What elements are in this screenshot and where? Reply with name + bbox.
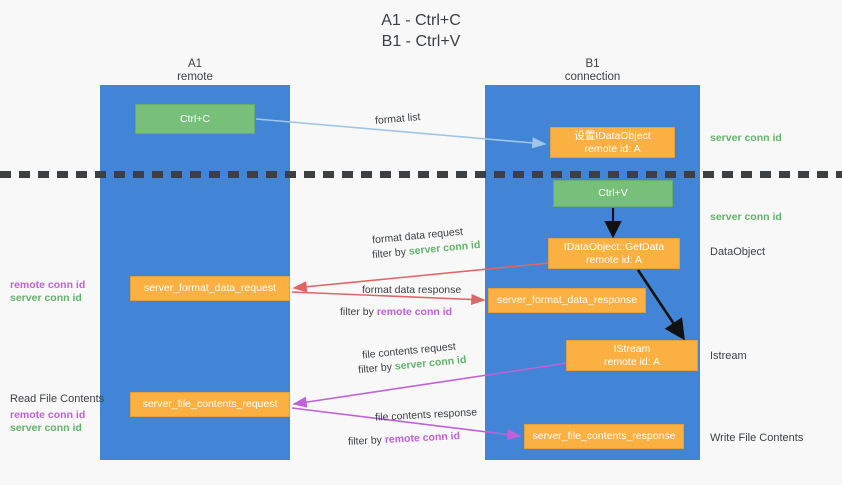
right-label-istream: Istream — [710, 350, 747, 362]
node-ctrl-v[interactable]: Ctrl+V — [553, 180, 673, 207]
node-server-file-contents-request-label: server_file_contents_request — [142, 398, 278, 411]
page-title: A1 - Ctrl+C B1 - Ctrl+V — [381, 12, 461, 50]
column-header-a1-role: remote — [177, 71, 213, 83]
arrow-file-contents-response — [291, 407, 522, 440]
edge-filter-file-contents-request-prefix: filter by — [357, 360, 396, 377]
node-server-file-contents-response[interactable]: server_file_contents_response — [524, 424, 684, 449]
left-label-group-format: remote conn id server conn id — [10, 279, 85, 305]
node-set-idataobject-line1: 设置IDataObject — [574, 130, 651, 142]
left-label-server-conn-id-2: server conn id — [10, 422, 82, 434]
edge-filter-format-data-request-prefix: filter by — [371, 245, 410, 262]
left-label-group-file-contents: Read File Contents remote conn id server… — [10, 393, 104, 435]
node-istream[interactable]: IStream remote id: A — [566, 340, 698, 371]
edge-label-format-data-response: format data response — [362, 284, 462, 296]
left-label-server-conn-id-1: server conn id — [10, 292, 82, 304]
edge-filter-format-data-response-target: remote conn id — [376, 306, 453, 318]
node-set-idataobject-line2: remote id: A — [584, 142, 641, 155]
node-ctrl-c[interactable]: Ctrl+C — [135, 104, 255, 134]
node-idataobject-getdata-line1: IDataObject::GetData — [563, 241, 665, 253]
left-label-remote-conn-id-1: remote conn id — [10, 279, 86, 291]
node-ctrl-v-label: Ctrl+V — [598, 187, 628, 200]
node-istream-line1: IStream — [613, 343, 651, 355]
node-server-format-data-request[interactable]: server_format_data_request — [130, 276, 290, 301]
arrow-format-data-request — [292, 261, 561, 293]
column-header-b1: B1 connection — [485, 58, 700, 84]
arrow-file-contents-request — [292, 361, 575, 408]
column-header-b1-name: B1 — [585, 58, 600, 70]
node-server-file-contents-response-label: server_file_contents_response — [532, 430, 676, 443]
right-label-write-file-contents: Write File Contents — [710, 432, 804, 444]
arrow-format-data-response — [291, 291, 486, 306]
right-label-server-conn-id-mid: server conn id — [710, 211, 782, 223]
right-label-server-conn-id-top: server conn id — [710, 132, 782, 144]
node-server-file-contents-request[interactable]: server_file_contents_request — [130, 392, 290, 417]
phase-divider — [0, 171, 842, 178]
node-idataobject-getdata[interactable]: IDataObject::GetData remote id: A — [548, 238, 680, 269]
column-header-a1-name: A1 — [187, 58, 203, 70]
node-server-format-data-request-label: server_format_data_request — [144, 282, 276, 295]
node-istream-line2: remote id: A — [603, 355, 661, 368]
edge-filter-file-contents-response-prefix: filter by — [347, 434, 386, 448]
edge-filter-format-data-response: filter by remote conn id — [340, 305, 452, 319]
node-set-idataobject[interactable]: 设置IDataObject remote id: A — [550, 127, 675, 158]
arrow-getdata-to-istream — [636, 269, 685, 341]
node-server-format-data-response-label: server_format_data_response — [496, 294, 638, 307]
edge-filter-file-contents-response-target: remote conn id — [384, 430, 461, 446]
column-header-a1: A1 remote — [100, 58, 290, 84]
column-header-b1-role: connection — [564, 71, 621, 83]
edge-filter-format-data-response-prefix: filter by — [340, 306, 377, 318]
node-ctrl-c-label: Ctrl+C — [179, 112, 211, 125]
node-idataobject-getdata-line2: remote id: A — [585, 253, 643, 266]
arrow-format-list — [255, 118, 547, 149]
left-label-read-file-contents: Read File Contents — [10, 393, 105, 405]
left-label-remote-conn-id-2: remote conn id — [10, 409, 86, 421]
right-label-dataobject: DataObject — [710, 246, 766, 258]
node-server-format-data-response[interactable]: server_format_data_response — [488, 288, 646, 313]
